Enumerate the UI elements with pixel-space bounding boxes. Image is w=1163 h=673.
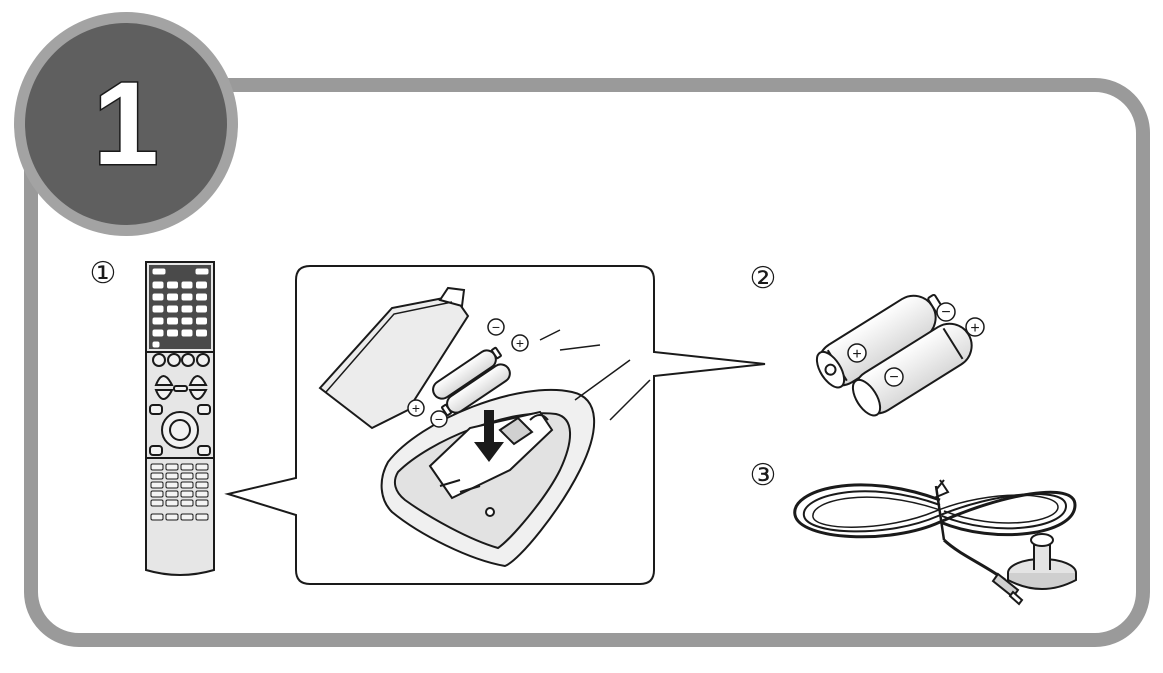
remote-key: [152, 293, 164, 301]
remote-key: [150, 490, 164, 498]
remote-key: [181, 293, 193, 301]
remote-control-illustration: [145, 261, 215, 576]
remote-key: [195, 268, 209, 275]
remote-key: [167, 329, 178, 337]
remote-key: [195, 513, 209, 521]
remote-key: [180, 513, 194, 521]
remote-key: [181, 281, 193, 289]
remote-key: [180, 481, 194, 489]
remote-key: [165, 481, 179, 489]
minus-mark-bottom: −: [435, 411, 443, 427]
remote-key: [180, 499, 194, 507]
remote-key: [150, 463, 164, 471]
remote-key: [150, 499, 164, 507]
remote-key: [165, 472, 179, 480]
remote-back: [380, 329, 651, 568]
remote-key: [165, 513, 179, 521]
remote-key: [195, 481, 209, 489]
battery-cover: [318, 286, 470, 430]
remote-key: [152, 329, 164, 337]
remote-key: [195, 499, 209, 507]
callout-polarity-marks: − + + −: [407, 318, 529, 428]
item-marker-antenna: ③: [750, 459, 777, 492]
step-number: 1: [93, 58, 159, 190]
remote-key: [196, 281, 207, 289]
plus-mark-bottom: +: [412, 400, 420, 416]
remote-key: [196, 329, 207, 337]
remote-keypad: [150, 268, 209, 521]
remote-key: [181, 305, 193, 313]
batteries-illustration: + + − −: [815, 293, 985, 417]
item-marker-remote: ①: [90, 257, 117, 290]
battery-plus-mark-2: +: [970, 320, 979, 337]
remote-key: [150, 481, 164, 489]
remote-round-keys: [152, 353, 210, 400]
remote-key: [196, 317, 207, 325]
remote-key: [180, 463, 194, 471]
remote-key: [196, 305, 207, 313]
antenna-plug: [991, 572, 1024, 606]
remote-key: [152, 268, 166, 275]
step-badge: 1: [14, 12, 238, 236]
remote-key: [196, 293, 207, 301]
remote-key: [165, 499, 179, 507]
remote-key: [167, 305, 178, 313]
minus-mark-top: −: [492, 319, 500, 335]
remote-key: [195, 490, 209, 498]
battery-install-callout: − + + −: [224, 265, 766, 585]
remote-key: [150, 472, 164, 480]
fm-antenna-illustration: [793, 479, 1077, 606]
antenna-stand: [1007, 533, 1077, 590]
battery-minus-mark-2: −: [941, 304, 950, 321]
remote-key: [195, 463, 209, 471]
battery-plus-mark-1: +: [852, 346, 861, 363]
remote-key: [181, 329, 193, 337]
remote-key: [165, 463, 179, 471]
remote-key: [180, 472, 194, 480]
battery-minus-mark-1: −: [889, 369, 898, 386]
insert-arrow-icon: [474, 410, 504, 462]
remote-key: [152, 317, 164, 325]
remote-key: [150, 513, 164, 521]
remote-dpad: [149, 404, 211, 456]
remote-key: [167, 293, 178, 301]
remote-key: [167, 317, 178, 325]
remote-key: [152, 305, 164, 313]
callout-batteries: [432, 346, 511, 417]
remote-key: [152, 281, 164, 289]
plus-mark-top: +: [516, 335, 524, 351]
remote-key: [167, 281, 178, 289]
remote-key: [180, 490, 194, 498]
remote-key: [181, 317, 193, 325]
remote-key: [195, 472, 209, 480]
remote-key: [165, 490, 179, 498]
remote-key: [152, 341, 160, 348]
item-marker-batteries: ②: [750, 262, 777, 295]
